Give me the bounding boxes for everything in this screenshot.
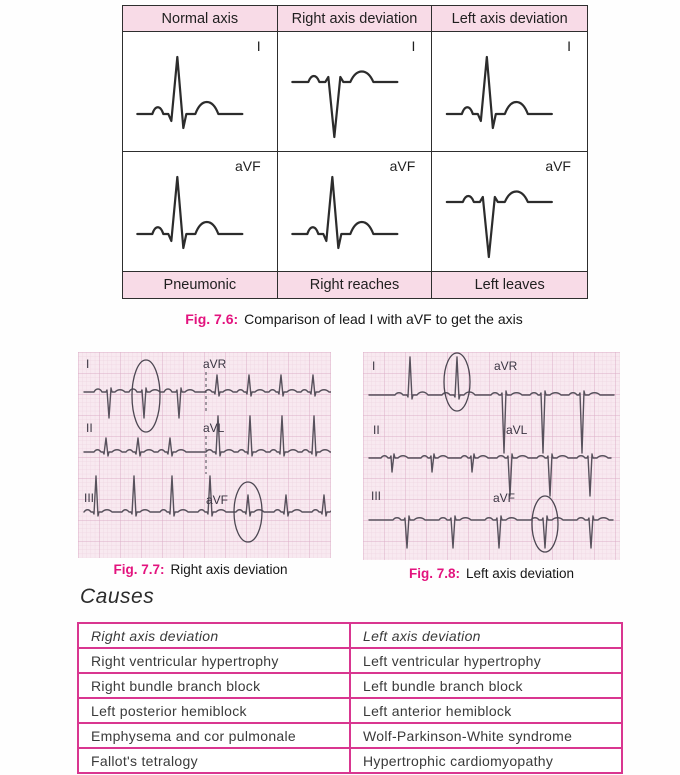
lead-label-aVF: aVF — [206, 493, 228, 507]
cell-normal-avf: aVF — [123, 152, 278, 272]
ecg-strip-right-axis-deviation: I aVR II aVL III aVF — [78, 352, 345, 563]
table-row: Left posterior hemiblock Left anterior h… — [77, 697, 623, 724]
lead-label-II: II — [373, 423, 380, 437]
lead-label: I — [256, 38, 261, 54]
lead-label: I — [567, 38, 571, 54]
cause-cell: Wolf-Parkinson-White syndrome — [349, 722, 623, 749]
cause-cell: Left ventricular hypertrophy — [349, 647, 623, 674]
ecg-strip-left-axis-deviation: I aVR II aVL III aVF — [363, 352, 620, 565]
fig77-text: Right axis deviation — [170, 562, 288, 577]
causes-heading: Causes — [80, 585, 155, 608]
lead-label-aVR: aVR — [203, 357, 227, 371]
lead-label-III: III — [84, 491, 94, 505]
ecg-waveform-upright — [136, 55, 244, 130]
lead-label: I — [411, 38, 416, 54]
causes-header-row: Right axis deviation Left axis deviation — [77, 622, 623, 649]
lead-label-II: II — [86, 421, 93, 435]
cause-cell: Hypertrophic cardiomyopathy — [349, 747, 623, 774]
fig78-label: Fig. 7.8: — [408, 566, 460, 581]
axis-header-left: Left axis deviation — [432, 6, 587, 32]
cause-cell: Right bundle branch block — [77, 672, 351, 699]
cause-cell: Fallot's tetralogy — [77, 747, 351, 774]
annotation-circle — [131, 359, 161, 433]
ecg-waveform-upright — [446, 55, 554, 130]
lead-label-aVL: aVL — [203, 421, 225, 435]
lead-label-I: I — [372, 359, 375, 373]
lead-label-aVR: aVR — [494, 359, 518, 373]
causes-col-right: Right axis deviation — [77, 622, 351, 649]
table-row: Fallot's tetralogy Hypertrophic cardiomy… — [77, 747, 623, 774]
causes-col-left: Left axis deviation — [349, 622, 623, 649]
fig78-caption: Fig. 7.8: Left axis deviation — [363, 566, 620, 581]
lead-label-III: III — [371, 489, 381, 503]
cell-normal-lead1: I — [123, 32, 278, 152]
axis-footer-right-reaches: Right reaches — [277, 272, 433, 298]
cell-lad-avf: aVF — [432, 152, 587, 272]
cause-cell: Right ventricular hypertrophy — [77, 647, 351, 674]
axis-header-normal: Normal axis — [123, 6, 278, 32]
ecg-waveform-inverted — [446, 190, 554, 259]
table-row: Right bundle branch block Left bundle br… — [77, 672, 623, 699]
fig77-caption: Fig. 7.7: Right axis deviation — [70, 562, 331, 577]
ecg-tracing: I aVR II aVL III aVF — [363, 352, 620, 560]
ecg-waveform-inverted — [290, 70, 399, 139]
cause-cell: Left anterior hemiblock — [349, 697, 623, 724]
cause-cell: Emphysema and cor pulmonale — [77, 722, 351, 749]
fig76-text: Comparison of lead I with aVF to get the… — [244, 311, 523, 327]
table-row: Emphysema and cor pulmonale Wolf-Parkins… — [77, 722, 623, 749]
annotation-circle — [443, 352, 471, 412]
cell-lad-lead1: I — [432, 32, 587, 152]
lead-label-aVF: aVF — [493, 491, 515, 505]
cell-rad-lead1: I — [277, 32, 433, 152]
lead-label: aVF — [234, 158, 261, 174]
lead-label-I: I — [86, 357, 89, 371]
axis-footer-left-leaves: Left leaves — [432, 272, 587, 298]
lead-label: aVF — [545, 158, 571, 174]
fig76-label: Fig. 7.6: — [185, 311, 239, 327]
annotation-circle — [233, 481, 263, 543]
axis-footer-pneumonic: Pneumonic — [123, 272, 278, 298]
cell-rad-avf: aVF — [277, 152, 433, 272]
causes-table: Right axis deviation Left axis deviation… — [77, 622, 623, 774]
ecg-waveform-upright — [136, 175, 244, 250]
cause-cell: Left bundle branch block — [349, 672, 623, 699]
fig78-text: Left axis deviation — [465, 566, 575, 581]
cause-cell: Left posterior hemiblock — [77, 697, 351, 724]
fig76-caption: Fig. 7.6: Comparison of lead I with aVF t… — [122, 311, 586, 327]
table-row: Right ventricular hypertrophy Left ventr… — [77, 647, 623, 674]
ecg-waveform-upright — [290, 175, 399, 250]
lead-label: aVF — [389, 158, 416, 174]
ecg-tracing: I aVR II aVL III aVF — [78, 352, 345, 558]
fig77-label: Fig. 7.7: — [113, 562, 165, 577]
annotation-circle — [531, 495, 559, 553]
lead-label-aVL: aVL — [506, 423, 528, 437]
axis-header-right: Right axis deviation — [277, 6, 433, 32]
axis-comparison-table: Normal axis Right axis deviation Left ax… — [122, 5, 588, 299]
